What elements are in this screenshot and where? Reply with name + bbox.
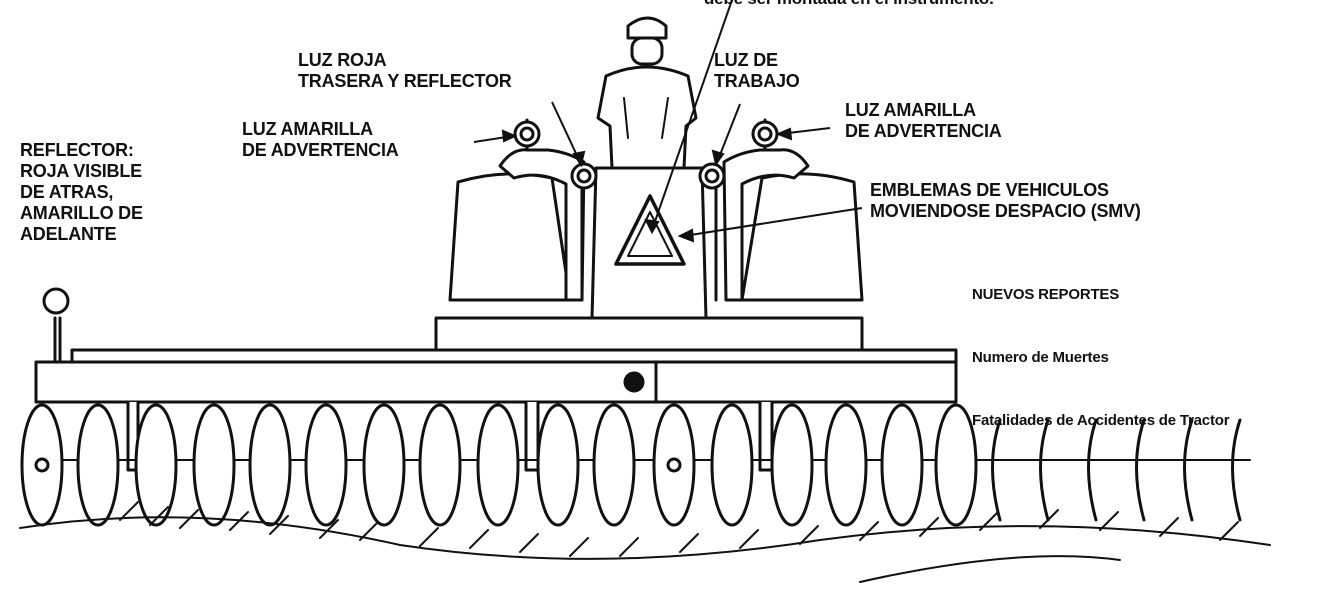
disc-blade-partial — [993, 420, 1001, 520]
disc-blade-partial — [1185, 420, 1193, 520]
left-amber-warning-light — [515, 122, 539, 146]
disc-blade — [882, 405, 922, 525]
emblemas-smv-label: EMBLEMAS DE VEHICULOS MOVIENDOSE DESPACI… — [870, 180, 1141, 222]
disc-blade — [594, 405, 634, 525]
left-rear-tire — [450, 174, 570, 300]
reflector-line-2: ROJA VISIBLE — [20, 161, 143, 182]
work-light — [700, 164, 724, 188]
disc-blade — [250, 405, 290, 525]
tractor-rear-body — [436, 318, 862, 352]
implement-top-rail — [72, 350, 956, 362]
reflector-post — [55, 318, 60, 362]
disc-blade — [420, 405, 460, 525]
reflector-line-5: ADELANTE — [20, 224, 143, 245]
emblemas-line-1: EMBLEMAS DE VEHICULOS — [870, 180, 1141, 201]
reflector-line-4: AMARILLO DE — [20, 203, 143, 224]
disc-blade — [826, 405, 866, 525]
nuevos-reportes-label: NUEVOS REPORTES — [972, 286, 1119, 304]
implement-frame-bar — [36, 362, 956, 402]
disc-blade — [22, 405, 62, 525]
reflector-label: REFLECTOR: ROJA VISIBLE DE ATRAS, AMARIL… — [20, 140, 143, 245]
luz-amarilla-right-label: LUZ AMARILLA DE ADVERTENCIA — [845, 100, 1002, 142]
fatalidades-label: Fatalidades de Accidentes de Tractor — [972, 412, 1229, 430]
disc-blade-partial — [1041, 420, 1049, 520]
right-amber-warning-light — [753, 122, 777, 146]
disc-blade — [936, 405, 976, 525]
top-caption-label: debe ser montada en el instrumento. — [704, 0, 994, 9]
disc-blade — [306, 405, 346, 525]
operator-torso — [598, 67, 696, 168]
arrowhead — [778, 129, 791, 139]
luz-amarilla-right-line-1: LUZ AMARILLA — [845, 100, 1002, 121]
operator-cap — [628, 18, 666, 38]
red-tail-light — [572, 164, 596, 188]
luz-amarilla-right-line-2: DE ADVERTENCIA — [845, 121, 1002, 142]
luz-roja-label: LUZ ROJA TRASERA Y REFLECTOR — [298, 50, 512, 92]
reflector-line-3: DE ATRAS, — [20, 182, 143, 203]
disc-blade-partial — [1137, 420, 1145, 520]
hitch-bolt — [625, 373, 643, 391]
disc-blade — [194, 405, 234, 525]
arrowhead — [713, 151, 723, 164]
disc-blade — [478, 405, 518, 525]
disc-blade-partial — [1233, 420, 1241, 520]
disc-blade — [136, 405, 176, 525]
luz-amarilla-left-line-2: DE ADVERTENCIA — [242, 140, 399, 161]
operator-head — [632, 38, 662, 64]
luz-trabajo-line-2: TRABAJO — [714, 71, 800, 92]
luz-roja-line-1: LUZ ROJA — [298, 50, 512, 71]
disc-blade — [712, 405, 752, 525]
arrowhead — [503, 131, 515, 141]
luz-trabajo-label: LUZ DE TRABAJO — [714, 50, 800, 92]
reflector-line-1: REFLECTOR: — [20, 140, 143, 161]
disc-blade — [538, 405, 578, 525]
luz-amarilla-left-label: LUZ AMARILLA DE ADVERTENCIA — [242, 119, 399, 161]
disc-blade — [772, 405, 812, 525]
luz-amarilla-left-line-1: LUZ AMARILLA — [242, 119, 399, 140]
reflector-disc — [44, 289, 68, 313]
disc-blade — [654, 405, 694, 525]
emblemas-line-2: MOVIENDOSE DESPACIO (SMV) — [870, 201, 1141, 222]
numero-muertes-label: Numero de Muertes — [972, 349, 1109, 367]
disc-blade-partial — [1089, 420, 1097, 520]
disc-blade — [78, 405, 118, 525]
luz-trabajo-line-1: LUZ DE — [714, 50, 800, 71]
luz-roja-line-2: TRASERA Y REFLECTOR — [298, 71, 512, 92]
disc-blade — [364, 405, 404, 525]
right-rear-tire — [742, 174, 862, 300]
leader-luz-trabajo — [718, 104, 740, 160]
